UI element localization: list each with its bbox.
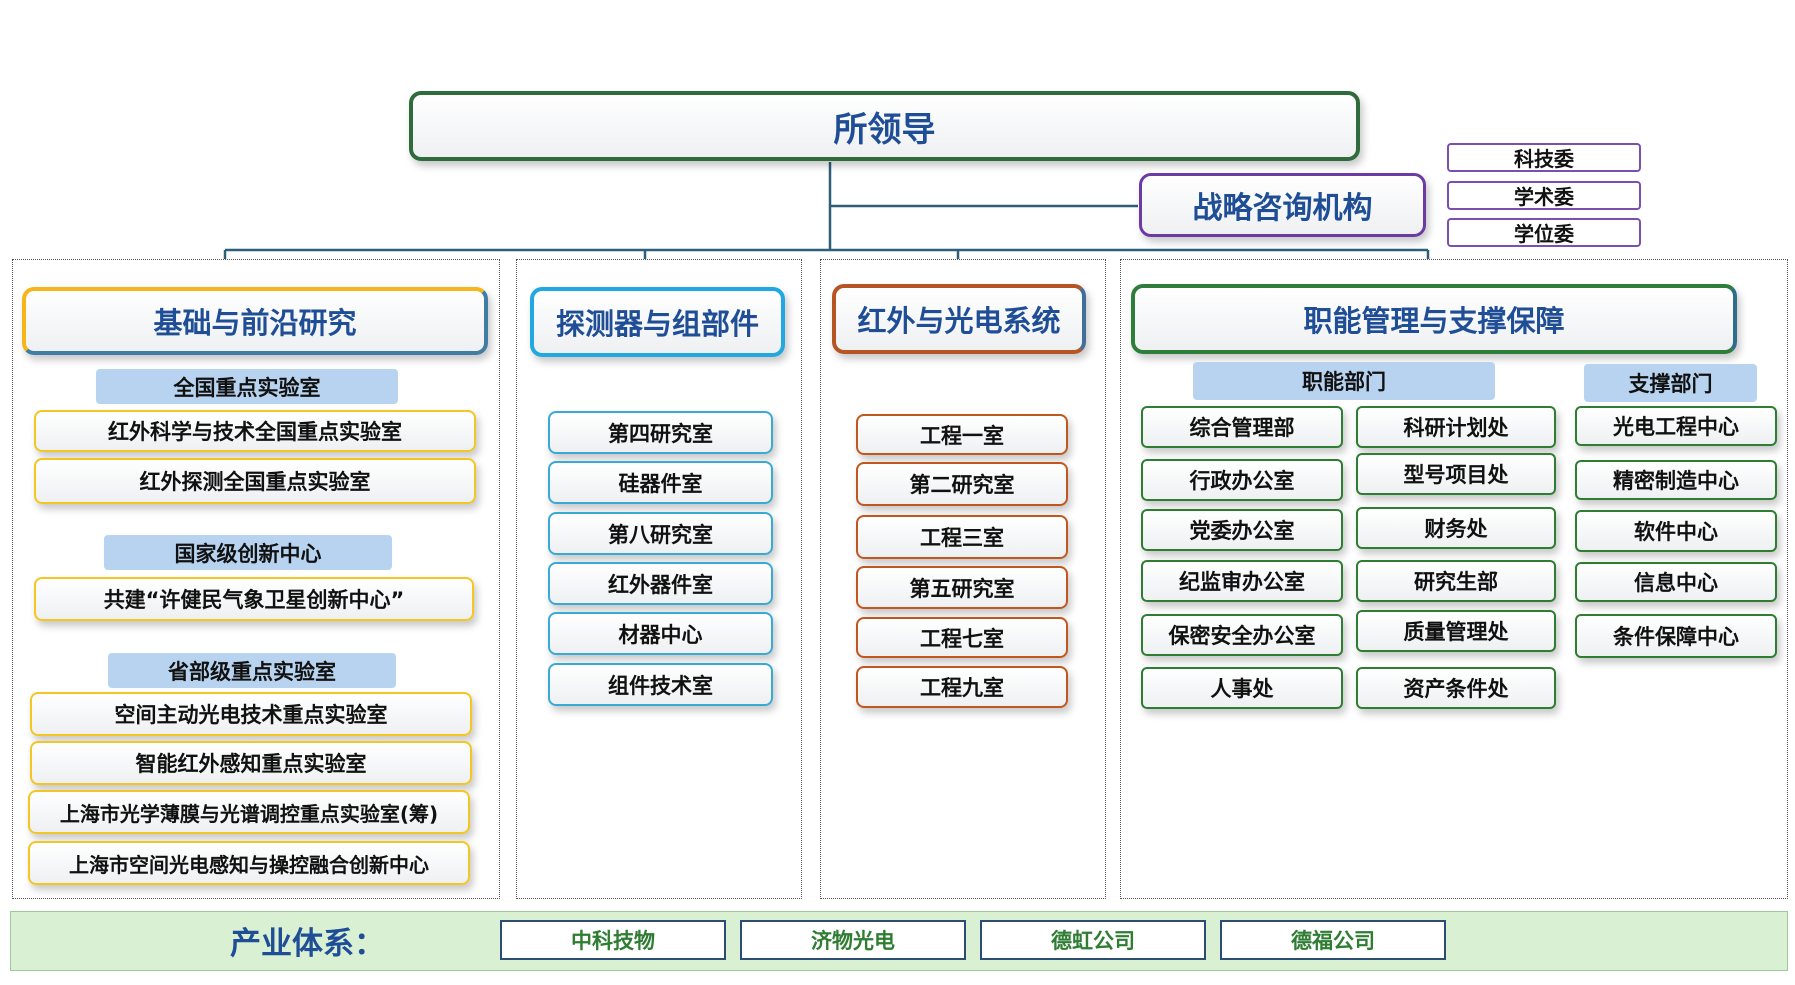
dept-box: 综合管理部 (1141, 406, 1343, 448)
dept-box: 型号项目处 (1356, 453, 1556, 495)
section-header-detectors: 探测器与组部件 (530, 287, 785, 357)
functional-dept-label: 职能部门 (1193, 362, 1495, 400)
group-label: 全国重点实验室 (96, 369, 398, 404)
support-dept-label: 支撑部门 (1584, 364, 1757, 402)
committee-label: 学位委 (1514, 222, 1574, 246)
support-dept-box: 信息中心 (1575, 562, 1777, 602)
lab-room-box: 材器中心 (548, 612, 773, 655)
section-title: 探测器与组部件 (555, 307, 759, 341)
section-header-basic-research: 基础与前沿研究 (22, 287, 488, 355)
group-label: 国家级创新中心 (104, 535, 392, 570)
dept-box: 资产条件处 (1356, 667, 1556, 709)
advisory-box: 战略咨询机构 (1139, 173, 1426, 237)
section-header-ir-systems: 红外与光电系统 (832, 284, 1086, 354)
dept-box: 科研计划处 (1356, 406, 1556, 448)
company-box: 德福公司 (1220, 920, 1446, 960)
dept-box: 质量管理处 (1356, 610, 1556, 652)
section-title: 红外与光电系统 (857, 304, 1061, 338)
leadership-label: 所领导 (833, 109, 936, 150)
dept-box: 纪监审办公室 (1141, 560, 1343, 602)
dept-box: 行政办公室 (1141, 459, 1343, 501)
support-dept-box: 条件保障中心 (1575, 614, 1777, 658)
committee-label: 科技委 (1514, 147, 1574, 171)
lab-box: 红外探测全国重点实验室 (34, 458, 476, 504)
committee-label: 学术委 (1514, 185, 1574, 209)
industry-label: 产业体系： (230, 925, 385, 962)
engineering-room-box: 工程一室 (856, 414, 1068, 455)
committee-box: 学术委 (1447, 181, 1641, 210)
lab-box: 空间主动光电技术重点实验室 (30, 692, 472, 736)
group-label: 省部级重点实验室 (108, 653, 396, 688)
dept-box: 党委办公室 (1141, 509, 1343, 551)
engineering-room-box: 第五研究室 (856, 566, 1068, 609)
section-title: 职能管理与支撑保障 (1303, 304, 1565, 338)
lab-room-box: 第八研究室 (548, 512, 773, 555)
committee-box: 学位委 (1447, 218, 1641, 247)
engineering-room-box: 第二研究室 (856, 462, 1068, 506)
dept-box: 保密安全办公室 (1141, 614, 1343, 656)
engineering-room-box: 工程七室 (856, 617, 1068, 658)
dept-box: 人事处 (1141, 667, 1343, 709)
lab-room-box: 红外器件室 (548, 562, 773, 605)
section-header-management: 职能管理与支撑保障 (1131, 284, 1737, 354)
company-box: 中科技物 (500, 920, 726, 960)
lab-box: 上海市光学薄膜与光谱调控重点实验室(筹) (28, 790, 470, 834)
support-dept-box: 精密制造中心 (1575, 460, 1777, 500)
lab-room-box: 硅器件室 (548, 461, 773, 504)
support-dept-box: 光电工程中心 (1575, 406, 1777, 446)
committee-box: 科技委 (1447, 143, 1641, 172)
lab-room-box: 第四研究室 (548, 411, 773, 454)
advisory-title: 战略咨询机构 (1192, 191, 1373, 226)
lab-box: 智能红外感知重点实验室 (30, 741, 472, 785)
lab-box: 红外科学与技术全国重点实验室 (34, 410, 476, 452)
company-box: 济物光电 (740, 920, 966, 960)
lab-room-box: 组件技术室 (548, 663, 773, 706)
company-box: 德虹公司 (980, 920, 1206, 960)
engineering-room-box: 工程三室 (856, 515, 1068, 559)
support-dept-box: 软件中心 (1575, 510, 1777, 552)
lab-box: 共建“许健民气象卫星创新中心” (34, 577, 474, 621)
section-title: 基础与前沿研究 (153, 306, 357, 340)
leadership-box: 所领导 (409, 91, 1360, 161)
lab-box: 上海市空间光电感知与操控融合创新中心 (28, 841, 470, 885)
dept-box: 财务处 (1356, 507, 1556, 549)
engineering-room-box: 工程九室 (856, 666, 1068, 708)
dept-box: 研究生部 (1356, 560, 1556, 602)
